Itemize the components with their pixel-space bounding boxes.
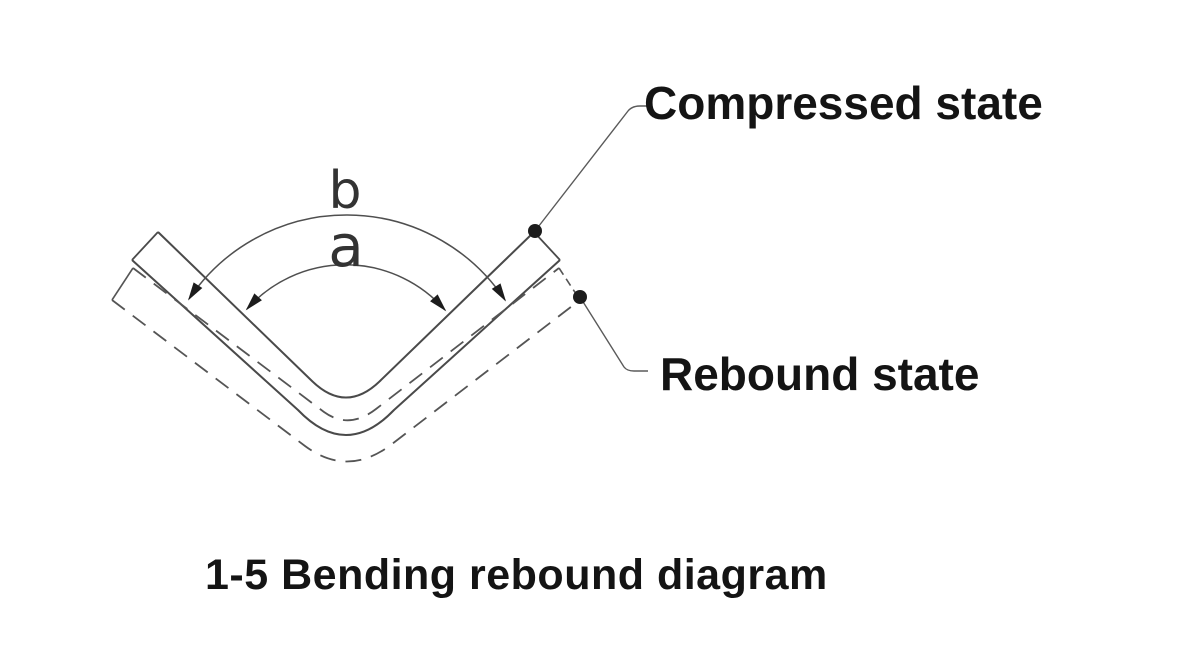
compressed-callout: Compressed state (528, 77, 1043, 238)
rebound-band-left-cap (111, 267, 134, 301)
compressed-band-outer-edge (131, 259, 561, 436)
arc-a-left-arrow-icon (245, 293, 262, 311)
compressed-leader-line (534, 105, 648, 232)
figure-caption: 1-5 Bending rebound diagram (205, 551, 828, 599)
compressed-band-left-cap (131, 231, 159, 261)
angle-arc-b (188, 214, 506, 301)
compressed-state-label: Compressed state (644, 77, 1043, 129)
angle-label-a: a (328, 212, 364, 280)
arc-a-right-arrow-icon (430, 294, 447, 312)
compressed-leader-dot (528, 224, 542, 238)
rebound-band (111, 267, 581, 463)
angle-dimensions: b a (188, 161, 506, 312)
compressed-band-inner-edge (157, 231, 535, 399)
rebound-leader-dot (573, 290, 587, 304)
rebound-band-outer-edge (111, 299, 581, 463)
rebound-leader-line (579, 296, 648, 372)
rebound-callout: Rebound state (573, 290, 979, 400)
rebound-state-label: Rebound state (660, 348, 979, 400)
arc-b-right-arrow-icon (491, 283, 506, 302)
angle-arc-a (246, 264, 446, 311)
angle-label-b: b (328, 161, 361, 221)
rebound-band-inner-edge (132, 267, 560, 422)
arc-b-left-arrow-icon (188, 282, 203, 301)
